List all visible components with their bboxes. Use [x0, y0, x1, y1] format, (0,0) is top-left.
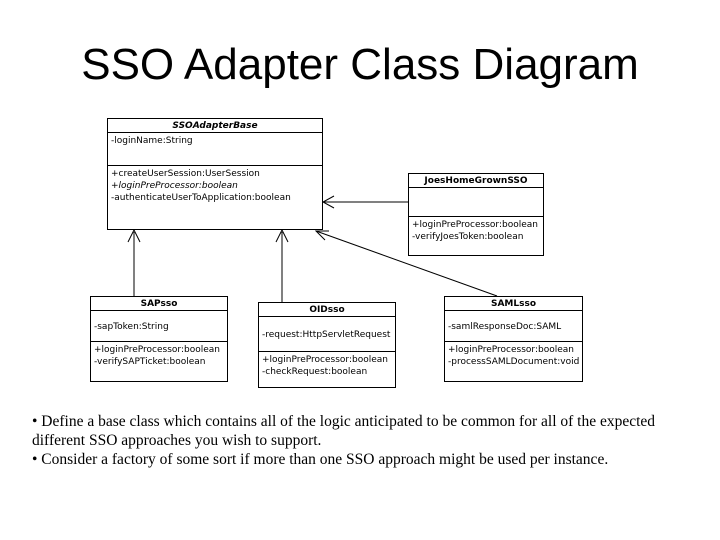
joes-inheritance-arrowhead [321, 195, 335, 209]
sap-inheritance-arrowhead [127, 228, 141, 243]
class-name: SAPsso [91, 297, 227, 311]
attributes-section: -loginName:String [108, 133, 322, 166]
class-samlsso: SAMLsso -samlResponseDoc:SAML +loginPreP… [444, 296, 583, 382]
attributes-section: -request:HttpServletRequest [259, 317, 395, 352]
attributes-section [409, 188, 543, 217]
saml-inheritance-line [315, 230, 498, 297]
oid-inheritance-arrowhead [275, 228, 289, 243]
method: +loginPreProcessor:boolean [111, 181, 238, 191]
bullet-list: • Define a base class which contains all… [32, 412, 702, 469]
class-name: SSOAdapterBase [108, 119, 322, 133]
methods-section: +createUserSession:UserSession +loginPre… [108, 166, 322, 206]
method: -verifyJoesToken:boolean [412, 232, 524, 242]
class-name: SAMLsso [445, 297, 582, 311]
attribute: -request:HttpServletRequest [262, 330, 391, 340]
attribute: -loginName:String [111, 136, 193, 146]
class-joeshomegrownsso: JoesHomeGrownSSO +loginPreProcessor:bool… [408, 173, 544, 256]
bullet-item: • Consider a factory of some sort if mor… [32, 451, 609, 468]
attributes-section: -samlResponseDoc:SAML [445, 311, 582, 342]
attribute: -samlResponseDoc:SAML [448, 322, 562, 332]
method: +loginPreProcessor:boolean [412, 220, 538, 230]
methods-section: +loginPreProcessor:boolean -verifySAPTic… [91, 342, 227, 370]
methods-section: +loginPreProcessor:boolean -verifyJoesTo… [409, 217, 543, 245]
method: -checkRequest:boolean [262, 367, 368, 377]
method: +loginPreProcessor:boolean [448, 345, 574, 355]
method: -authenticateUserToApplication:boolean [111, 193, 291, 203]
methods-section: +loginPreProcessor:boolean -processSAMLD… [445, 342, 582, 370]
slide-title: SSO Adapter Class Diagram [81, 40, 639, 89]
class-name: OIDsso [259, 303, 395, 317]
method: +loginPreProcessor:boolean [262, 355, 388, 365]
attributes-section: -sapToken:String [91, 311, 227, 342]
attribute: -sapToken:String [94, 322, 169, 332]
method: -verifySAPTicket:boolean [94, 357, 206, 367]
class-oidsso: OIDsso -request:HttpServletRequest +logi… [258, 302, 396, 388]
class-ssoadapterbase: SSOAdapterBase -loginName:String +create… [107, 118, 323, 230]
method: -processSAMLDocument:void [448, 357, 579, 367]
class-sapsso: SAPsso -sapToken:String +loginPreProcess… [90, 296, 228, 382]
methods-section: +loginPreProcessor:boolean -checkRequest… [259, 352, 395, 380]
class-name: JoesHomeGrownSSO [409, 174, 543, 188]
method: +loginPreProcessor:boolean [94, 345, 220, 355]
bullet-item: • Define a base class which contains all… [32, 413, 656, 449]
saml-inheritance-arrowhead [314, 230, 329, 241]
method: +createUserSession:UserSession [111, 169, 260, 179]
